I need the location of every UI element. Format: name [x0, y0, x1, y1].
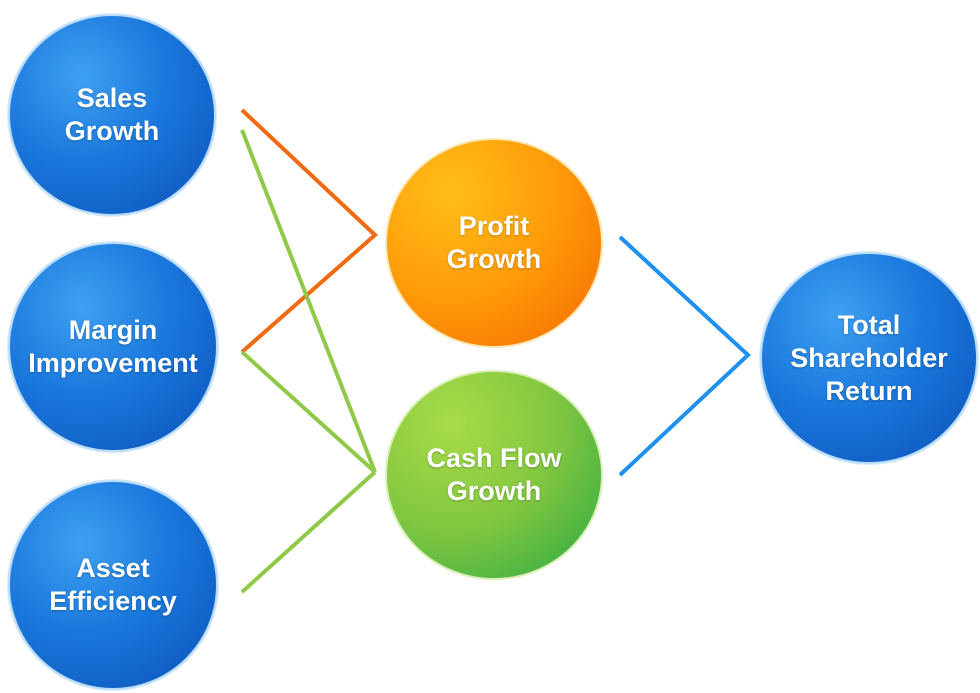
total-shareholder-return-line2: Shareholder	[790, 342, 948, 373]
margin-improvement-line2: Improvement	[28, 348, 198, 378]
margin-improvement-node: Margin Improvement	[8, 242, 218, 452]
total-shareholder-return-line1: Total	[837, 309, 901, 340]
sales-growth-line2: Growth	[64, 116, 160, 146]
cash-flow-growth-label: Cash Flow Growth	[426, 442, 561, 508]
profit-connector	[240, 108, 378, 354]
sales-growth-node: Sales Growth	[8, 14, 216, 216]
cash-flow-growth-node: Cash Flow Growth	[385, 370, 603, 580]
sales-growth-line1: Sales	[76, 83, 148, 113]
cash-flow-growth-line1: Cash Flow	[426, 443, 562, 473]
cash-connector-sales	[240, 129, 377, 473]
asset-efficiency-label: Asset Efficiency	[49, 552, 177, 618]
asset-efficiency-node: Asset Efficiency	[8, 480, 218, 690]
profit-growth-line2: Growth	[446, 244, 542, 274]
total-shareholder-return-line3: Return	[825, 375, 913, 406]
return-connector	[618, 235, 751, 477]
cash-connector-margin	[240, 350, 377, 474]
cash-flow-growth-line2: Growth	[446, 476, 542, 506]
total-shareholder-return-node: Total Shareholder Return	[760, 252, 978, 464]
profit-growth-label: Profit Growth	[447, 210, 542, 276]
asset-efficiency-line1: Asset	[76, 553, 150, 583]
cash-connector-asset	[240, 470, 377, 594]
profit-growth-line1: Profit	[458, 211, 530, 241]
margin-improvement-label: Margin Improvement	[28, 314, 198, 380]
profit-growth-node: Profit Growth	[385, 138, 603, 348]
sales-growth-label: Sales Growth	[65, 82, 160, 148]
margin-improvement-line1: Margin	[68, 315, 158, 345]
total-shareholder-return-label: Total Shareholder Return	[790, 309, 948, 408]
asset-efficiency-line2: Efficiency	[49, 586, 177, 616]
